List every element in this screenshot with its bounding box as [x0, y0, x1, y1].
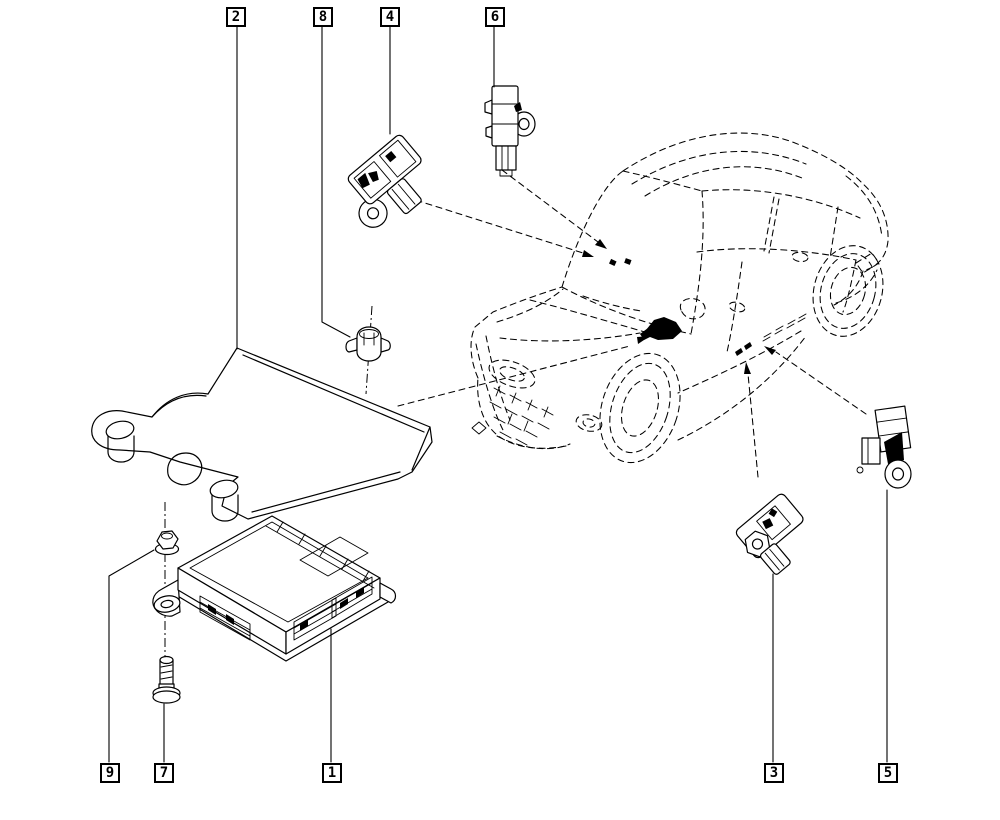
- car-outline: [470, 132, 889, 464]
- callout-1[interactable]: 1: [322, 763, 342, 783]
- callout-3[interactable]: 3: [764, 763, 784, 783]
- callout-6[interactable]: 6: [485, 7, 505, 27]
- arrowhead-icon: [764, 346, 776, 355]
- part-ecu-1: [152, 515, 397, 662]
- arrowhead-icon: [744, 362, 751, 374]
- part-sensor-4: [347, 134, 422, 228]
- arrowhead-icon: [637, 336, 650, 344]
- part-clip-8: [345, 326, 391, 362]
- callout-2[interactable]: 2: [226, 7, 246, 27]
- grille-hatching: [489, 385, 554, 446]
- callout-7[interactable]: 7: [154, 763, 174, 783]
- rear-wheel: [812, 245, 884, 337]
- brand-diamond-icon: [471, 421, 487, 435]
- sill-mount-dot: [735, 348, 743, 356]
- ecu-location-marker: [646, 317, 682, 340]
- part-sensor-6: [484, 85, 536, 177]
- callout-9[interactable]: 9: [100, 763, 120, 783]
- leader-lines-solid: [108, 26, 888, 763]
- sill-hatching: [762, 313, 807, 342]
- part-bolt-7: [152, 655, 181, 704]
- sensor-mount-dot: [609, 258, 617, 266]
- leader-lines-dashed: [397, 169, 867, 478]
- arrowhead-icon: [595, 239, 607, 249]
- callout-4[interactable]: 4: [380, 7, 400, 27]
- sill-mount-dot: [744, 342, 752, 350]
- sensor-mount-dot: [624, 258, 632, 265]
- arrowhead-icon: [582, 250, 594, 257]
- front-wheel: [599, 352, 681, 464]
- part-sensor-3: [735, 493, 804, 575]
- part-cover-2: [91, 347, 433, 522]
- part-nut-9: [154, 530, 180, 556]
- callout-5[interactable]: 5: [878, 763, 898, 783]
- clip-axis-line: [365, 305, 373, 395]
- part-sensor-5: [856, 405, 912, 489]
- callout-8[interactable]: 8: [313, 7, 333, 27]
